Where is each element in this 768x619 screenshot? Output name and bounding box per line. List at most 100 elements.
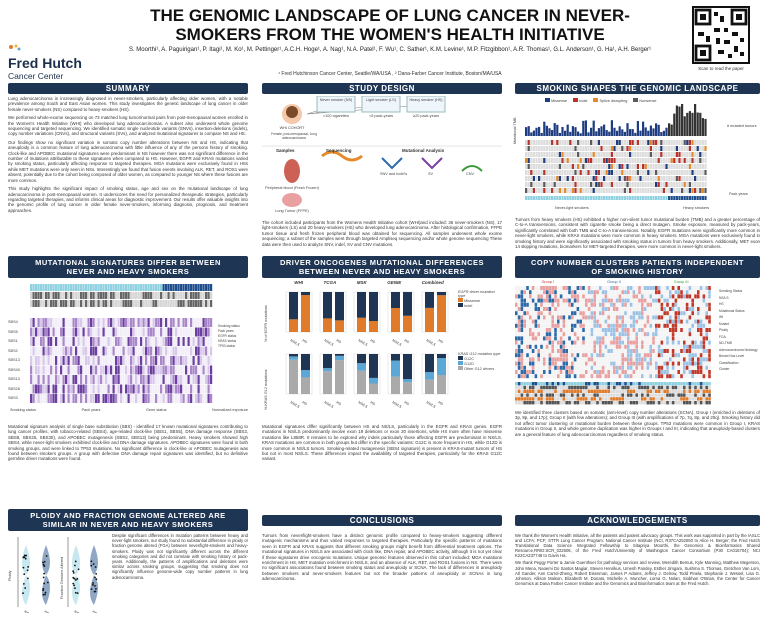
exposure-cell (165, 318, 168, 327)
cn-cell (590, 298, 594, 303)
cell-bg (662, 140, 665, 145)
cell-bg (556, 164, 559, 169)
cn-cell (543, 290, 546, 295)
sample-point (74, 579, 77, 581)
annotation-cell (100, 300, 103, 307)
qr-code-icon[interactable] (692, 6, 750, 64)
cn-cell (643, 349, 647, 353)
cn-cell (587, 290, 591, 295)
exposure-cell (85, 337, 88, 346)
mutation-cell (595, 170, 598, 175)
cn-annotation-cell (627, 393, 630, 397)
annotation-cell (135, 284, 138, 291)
sample-point (24, 587, 27, 589)
cn-cell (708, 307, 711, 311)
mutation-cell (616, 140, 619, 145)
cn-cell (671, 332, 675, 337)
exposure-cell (55, 394, 58, 403)
exposure-cell (207, 318, 210, 327)
exposure-cell (150, 318, 153, 327)
cn-cell (576, 361, 580, 366)
cn-annotation-cell (582, 382, 585, 386)
cell-bg (623, 164, 626, 169)
sample-point (22, 592, 24, 595)
cn-cell (685, 332, 689, 337)
cn-cell (618, 319, 622, 324)
cell-bg (530, 158, 533, 163)
cn-cell (615, 357, 619, 362)
exposure-cell (110, 356, 113, 365)
cn-annotation-cell (579, 393, 582, 397)
cn-annotation-cell (702, 382, 706, 386)
mutation-cell (655, 182, 658, 187)
cn-cell (697, 311, 700, 316)
cn-cell (680, 298, 683, 303)
cn-cell (579, 290, 582, 295)
cn-annotation-cell (657, 389, 661, 393)
exposure-cell (205, 318, 208, 327)
mutation-cell (699, 158, 702, 163)
cn-cell (671, 307, 675, 311)
exposure-cell (100, 394, 103, 403)
exposure-cell (140, 337, 143, 346)
cell-bg (553, 140, 556, 145)
cn-cell (680, 286, 683, 290)
cn-cell (523, 294, 526, 299)
cn-annotation-cell (669, 385, 672, 390)
annotation-cell (55, 284, 58, 291)
exposure-cell (110, 318, 113, 327)
sample-point (23, 573, 26, 576)
cell-bg (561, 182, 564, 187)
cell-bg (525, 170, 528, 175)
sample-point (90, 588, 93, 591)
cn-annotation-cell (697, 393, 700, 397)
mutation-cell (608, 158, 611, 163)
ack-p1: We thank the Women's Health Initiative, … (515, 533, 760, 559)
cn-annotation-cell (596, 385, 599, 390)
exposure-cell (115, 337, 118, 346)
cn-cell (680, 307, 683, 311)
cn-cell (694, 328, 697, 332)
cn-cell (697, 353, 700, 358)
cell-bg (592, 182, 595, 187)
cn-cell (529, 349, 532, 353)
cn-cell (523, 298, 526, 303)
cn-cell (691, 315, 694, 320)
annotation-cell (147, 284, 150, 291)
sample-point (76, 577, 79, 580)
cn-cell (534, 336, 538, 341)
sample-point (92, 583, 94, 586)
exposure-cell (50, 365, 53, 375)
exposure-cell (182, 394, 185, 403)
cn-annotation-cell (657, 393, 661, 397)
exposure-cell (77, 384, 80, 394)
cn-cell (515, 286, 518, 290)
exposure-cell (107, 346, 110, 356)
cn-annotation-cell (537, 397, 540, 401)
cell-bg (613, 176, 616, 181)
cn-cell (638, 365, 641, 370)
cell-bg (582, 152, 585, 157)
cn-cell (593, 286, 596, 290)
cell-bg (629, 158, 632, 163)
exposure-cell (72, 356, 75, 365)
exposure-cell (42, 337, 45, 346)
cn-cell (708, 361, 711, 366)
cn-cell (562, 328, 566, 332)
cn-cell (694, 344, 697, 349)
cell-bg (681, 146, 684, 151)
cn-cell (669, 349, 672, 353)
cn-cell (657, 357, 661, 362)
cn-cell (537, 332, 540, 337)
cn-cell (702, 361, 706, 366)
cn-cell (638, 353, 641, 358)
group-hs: Heavy smoker (HS) (409, 98, 443, 102)
cn-cell (615, 323, 619, 328)
cell-bg (623, 140, 626, 145)
exposure-cell (72, 365, 75, 375)
cn-cell (702, 344, 706, 349)
x-tick-label: NS/LS (73, 610, 84, 613)
cn-cell (632, 336, 636, 341)
cell-bg (579, 164, 582, 169)
cn-cell (643, 344, 647, 349)
